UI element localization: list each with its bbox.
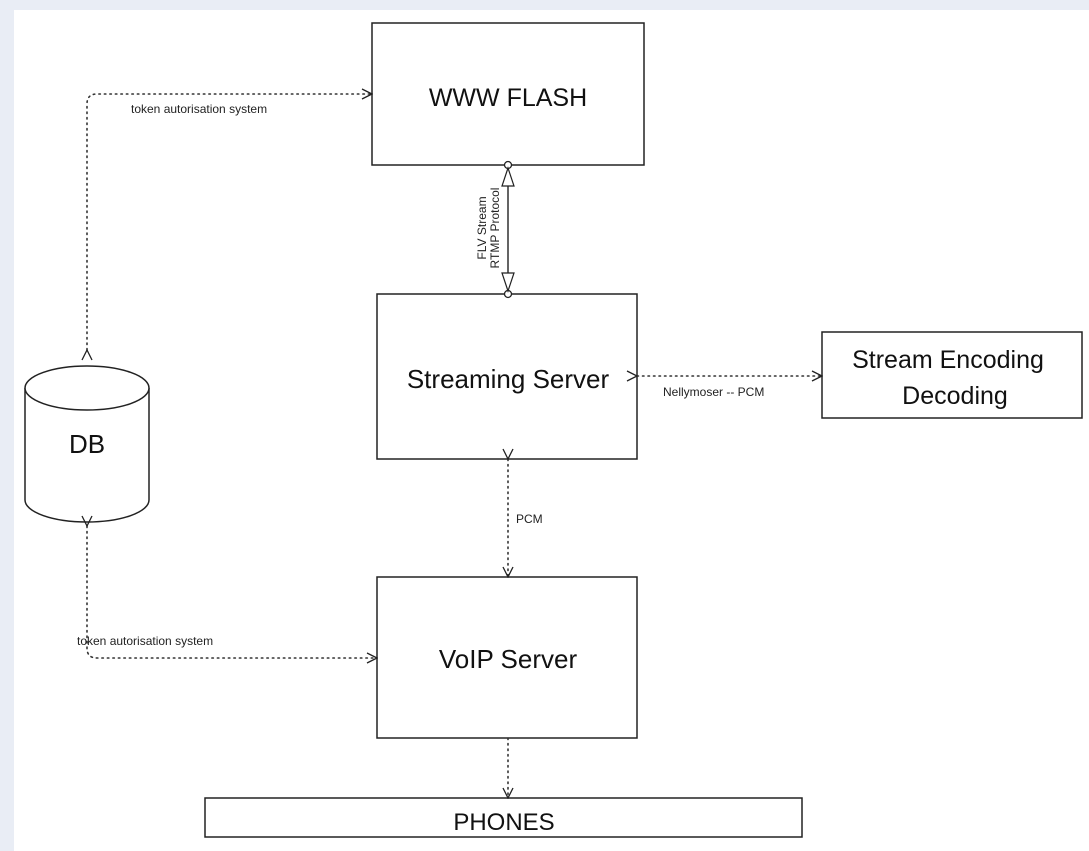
phones-box[interactable] (204, 797, 803, 838)
www-flash-label: WWW FLASH (429, 84, 587, 112)
db-label: DB (69, 429, 105, 459)
voip-server-box[interactable] (376, 576, 638, 739)
edge-label-nellymoser: Nellymoser -- PCM (663, 385, 764, 399)
phones-label: PHONES (453, 809, 554, 836)
www-flash-box[interactable] (371, 22, 645, 166)
edge-flash-arrow-top (501, 166, 515, 187)
edge-label-flv-stream: FLV Stream (475, 196, 489, 259)
voip-server-label: VoIP Server (439, 644, 578, 674)
edge-label-pcm: PCM (516, 512, 543, 526)
stream-encoding-label-line2: Decoding (902, 382, 1008, 410)
stream-encoding-box[interactable] (821, 331, 1083, 419)
edge-db-voip (87, 526, 377, 658)
edge-label-db-www: token autorisation system (131, 102, 267, 116)
stream-encoding-label-line1: Stream Encoding (852, 346, 1044, 374)
edge-db-www (87, 94, 372, 350)
edge-flash-arrow-bottom (501, 272, 515, 293)
edge-label-db-voip: token autorisation system (77, 634, 213, 648)
streaming-server-label: Streaming Server (407, 364, 610, 394)
edge-label-rtmp: RTMP Protocol (488, 188, 502, 269)
